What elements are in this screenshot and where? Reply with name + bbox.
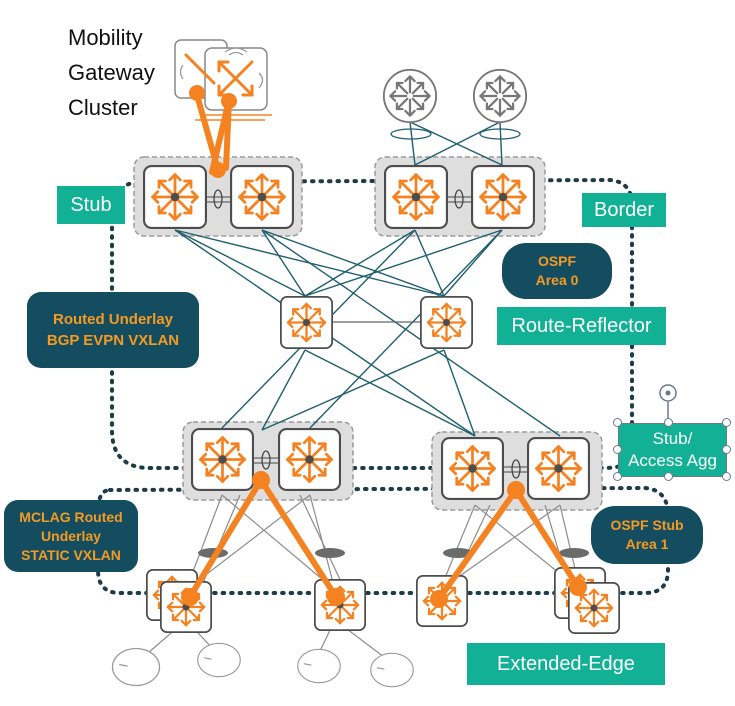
resize-handle[interactable] bbox=[664, 418, 673, 427]
resize-handle[interactable] bbox=[722, 418, 731, 427]
ospf-stub-area1-badge: OSPF Stub Area 1 bbox=[591, 506, 703, 564]
switch-icon bbox=[527, 437, 590, 500]
badge-line: OSPF bbox=[537, 253, 577, 269]
badge-line: Routed Underlay bbox=[52, 311, 173, 328]
switch-icon bbox=[278, 428, 341, 491]
router-icon bbox=[472, 68, 528, 124]
lag-symbol bbox=[559, 548, 589, 558]
access-point-icon bbox=[297, 648, 341, 684]
badge-line: MCLAG Routed bbox=[19, 508, 123, 525]
resize-handle[interactable] bbox=[722, 472, 731, 481]
router-icon bbox=[382, 68, 438, 124]
border-label: Border bbox=[582, 193, 666, 227]
rotate-handle-icon[interactable] bbox=[659, 384, 677, 420]
badge-line: OSPF Stub bbox=[610, 517, 684, 533]
link-endpoint bbox=[221, 93, 237, 109]
link-endpoint bbox=[189, 85, 205, 101]
resize-handle[interactable] bbox=[613, 445, 622, 454]
badge-line: STATIC VXLAN bbox=[21, 546, 121, 563]
switch-icon bbox=[191, 428, 254, 491]
lag-symbol bbox=[390, 128, 432, 140]
title-line: Cluster bbox=[68, 95, 138, 120]
lag-symbol bbox=[315, 548, 345, 558]
route-reflector-label: Route-Reflector bbox=[497, 307, 666, 345]
mobility-gateway-icon bbox=[174, 39, 272, 121]
lag-symbol bbox=[213, 189, 223, 209]
stub-access-agg-label[interactable]: Stub/ Access Agg bbox=[618, 423, 727, 477]
routed-underlay-badge: Routed Underlay BGP EVPN VXLAN bbox=[27, 292, 199, 368]
access-links bbox=[139, 494, 581, 661]
badge-line: BGP EVPN VXLAN bbox=[46, 332, 180, 349]
access-point-icon bbox=[197, 642, 241, 678]
label-line: Access Agg bbox=[628, 451, 717, 470]
access-point-icon bbox=[370, 652, 414, 688]
badge-line: Underlay bbox=[41, 527, 101, 544]
resize-handle[interactable] bbox=[722, 445, 731, 454]
link-endpoints bbox=[181, 471, 587, 608]
lag-symbol bbox=[443, 548, 473, 558]
switch-icon bbox=[441, 437, 504, 500]
lag-symbol bbox=[511, 459, 521, 479]
access-point-icon bbox=[111, 647, 161, 687]
badge-line: Area 1 bbox=[625, 536, 669, 552]
mobility-gateway-cluster-title: Mobility Gateway Cluster bbox=[68, 20, 155, 125]
stub-label: Stub bbox=[57, 186, 125, 224]
title-line: Mobility bbox=[68, 25, 143, 50]
switch-icon bbox=[230, 165, 294, 229]
resize-handle[interactable] bbox=[613, 472, 622, 481]
switch-icon bbox=[471, 165, 535, 229]
lag-symbol bbox=[479, 128, 521, 140]
title-line: Gateway bbox=[68, 60, 155, 85]
switch-icon bbox=[420, 296, 473, 349]
lag-symbol bbox=[261, 450, 271, 470]
link-endpoint bbox=[210, 162, 226, 178]
lag-symbol bbox=[454, 189, 464, 209]
resize-handle[interactable] bbox=[664, 472, 673, 481]
label-line: Stub/ bbox=[652, 429, 693, 448]
extended-edge-label: Extended-Edge bbox=[467, 643, 665, 685]
switch-icon bbox=[143, 165, 207, 229]
mclag-uplinks bbox=[187, 477, 581, 602]
switch-icon bbox=[384, 165, 448, 229]
badge-line: Area 0 bbox=[535, 272, 579, 288]
resize-handle[interactable] bbox=[613, 418, 622, 427]
gateway-uplink bbox=[223, 97, 232, 171]
ospf-area0-badge: OSPF Area 0 bbox=[502, 243, 612, 299]
mclag-badge: MCLAG Routed Underlay STATIC VXLAN bbox=[4, 500, 138, 572]
switch-icon bbox=[280, 296, 333, 349]
